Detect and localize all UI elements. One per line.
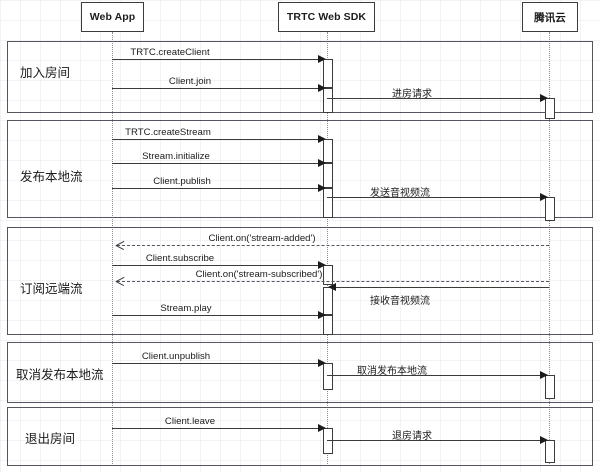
arrowhead-on-stream-subscribed bbox=[116, 277, 125, 286]
arrowhead-send-av-stream bbox=[540, 193, 548, 202]
arrowhead-stream-initialize bbox=[318, 159, 326, 168]
activation-bar-sdk bbox=[323, 139, 333, 163]
arrowhead-stream-play bbox=[318, 311, 326, 320]
message-line-trtc-create-client bbox=[112, 59, 322, 60]
message-line-stream-play bbox=[112, 315, 322, 316]
participant-box-cloud[interactable]: 腾讯云 bbox=[522, 2, 578, 32]
section-frame-join-room bbox=[7, 41, 593, 113]
participant-box-webapp[interactable]: Web App bbox=[81, 2, 144, 32]
message-label-stream-play: Stream.play bbox=[160, 303, 212, 314]
message-label-trtc-create-client: TRTC.createClient bbox=[130, 47, 210, 58]
message-label-client-leave: Client.leave bbox=[164, 416, 216, 427]
lifeline-cloud bbox=[549, 32, 550, 466]
message-label-unpublish-request: 取消发布本地流 bbox=[357, 366, 427, 377]
message-line-client-subscribe bbox=[112, 265, 322, 266]
message-line-stream-initialize bbox=[112, 163, 322, 164]
arrowhead-client-leave bbox=[318, 424, 326, 433]
message-line-send-av-stream bbox=[327, 197, 544, 198]
arrowhead-leave-request bbox=[540, 436, 548, 445]
message-label-join-request: 进房请求 bbox=[392, 89, 432, 100]
activation-bar-sdk bbox=[323, 59, 333, 88]
lifeline-webapp bbox=[112, 32, 113, 466]
section-frame-publish-local-stream bbox=[7, 120, 593, 218]
activation-bar-sdk bbox=[323, 315, 333, 335]
message-label-client-subscribe: Client.subscribe bbox=[145, 253, 215, 264]
arrowhead-client-publish bbox=[318, 184, 326, 193]
message-label-client-unpublish: Client.unpublish bbox=[141, 351, 211, 362]
message-label-trtc-create-stream: TRTC.createStream bbox=[125, 127, 211, 138]
activation-bar-cloud bbox=[545, 440, 555, 463]
participant-box-sdk[interactable]: TRTC Web SDK bbox=[278, 2, 375, 32]
arrowhead-on-stream-added bbox=[116, 241, 125, 250]
section-label-join-room: 加入房间 bbox=[20, 65, 71, 80]
participant-label: TRTC Web SDK bbox=[286, 11, 367, 23]
participant-label: 腾讯云 bbox=[534, 11, 566, 24]
message-label-receive-av-stream: 接收音视频流 bbox=[370, 296, 430, 307]
message-line-unpublish-request bbox=[327, 375, 544, 376]
arrowhead-client-subscribe bbox=[318, 261, 326, 270]
section-frame-leave-room bbox=[7, 407, 593, 466]
activation-bar-cloud bbox=[545, 375, 555, 399]
arrowhead-join-request bbox=[540, 94, 548, 103]
activation-bar-cloud bbox=[545, 197, 555, 221]
message-line-on-stream-added bbox=[117, 245, 549, 246]
activation-bar-cloud bbox=[545, 98, 555, 119]
arrowhead-trtc-create-stream bbox=[318, 135, 326, 144]
message-line-client-publish bbox=[112, 188, 322, 189]
section-frame-unpublish-local-stream bbox=[7, 342, 593, 403]
message-label-stream-initialize: Stream.initialize bbox=[142, 151, 210, 162]
activation-bar-sdk bbox=[323, 428, 333, 454]
activation-bar-sdk bbox=[323, 188, 333, 218]
section-label-subscribe-remote-stream: 订阅远端流 bbox=[20, 281, 83, 296]
message-line-receive-av-stream bbox=[332, 287, 549, 288]
section-frame-subscribe-remote-stream bbox=[7, 227, 593, 335]
lifeline-sdk bbox=[327, 32, 328, 466]
message-label-on-stream-added: Client.on('stream-added') bbox=[208, 233, 316, 244]
message-line-on-stream-subscribed bbox=[117, 281, 549, 282]
message-label-on-stream-subscribed: Client.on('stream-subscribed') bbox=[195, 269, 323, 280]
message-line-client-leave bbox=[112, 428, 322, 429]
arrowhead-receive-av-stream bbox=[328, 283, 336, 292]
message-label-client-join: Client.join bbox=[168, 76, 212, 87]
message-label-client-publish: Client.publish bbox=[153, 176, 211, 187]
arrowhead-client-unpublish bbox=[318, 359, 326, 368]
message-line-client-unpublish bbox=[112, 363, 322, 364]
message-line-join-request bbox=[327, 98, 544, 99]
message-label-send-av-stream: 发送音视频流 bbox=[370, 188, 430, 199]
activation-bar-sdk bbox=[323, 163, 333, 188]
participant-label: Web App bbox=[89, 11, 136, 23]
message-line-leave-request bbox=[327, 440, 544, 441]
message-line-client-join bbox=[112, 88, 322, 89]
activation-bar-sdk bbox=[323, 363, 333, 390]
section-label-leave-room: 退出房间 bbox=[25, 431, 76, 446]
message-line-trtc-create-stream bbox=[112, 139, 322, 140]
message-label-leave-request: 退房请求 bbox=[392, 431, 432, 442]
arrowhead-unpublish-request bbox=[540, 371, 548, 380]
section-label-unpublish-local-stream: 取消发布本地流 bbox=[16, 367, 104, 382]
arrowhead-trtc-create-client bbox=[318, 55, 326, 64]
activation-bar-sdk bbox=[323, 88, 333, 113]
arrowhead-client-join bbox=[318, 84, 326, 93]
section-label-publish-local-stream: 发布本地流 bbox=[20, 169, 83, 184]
